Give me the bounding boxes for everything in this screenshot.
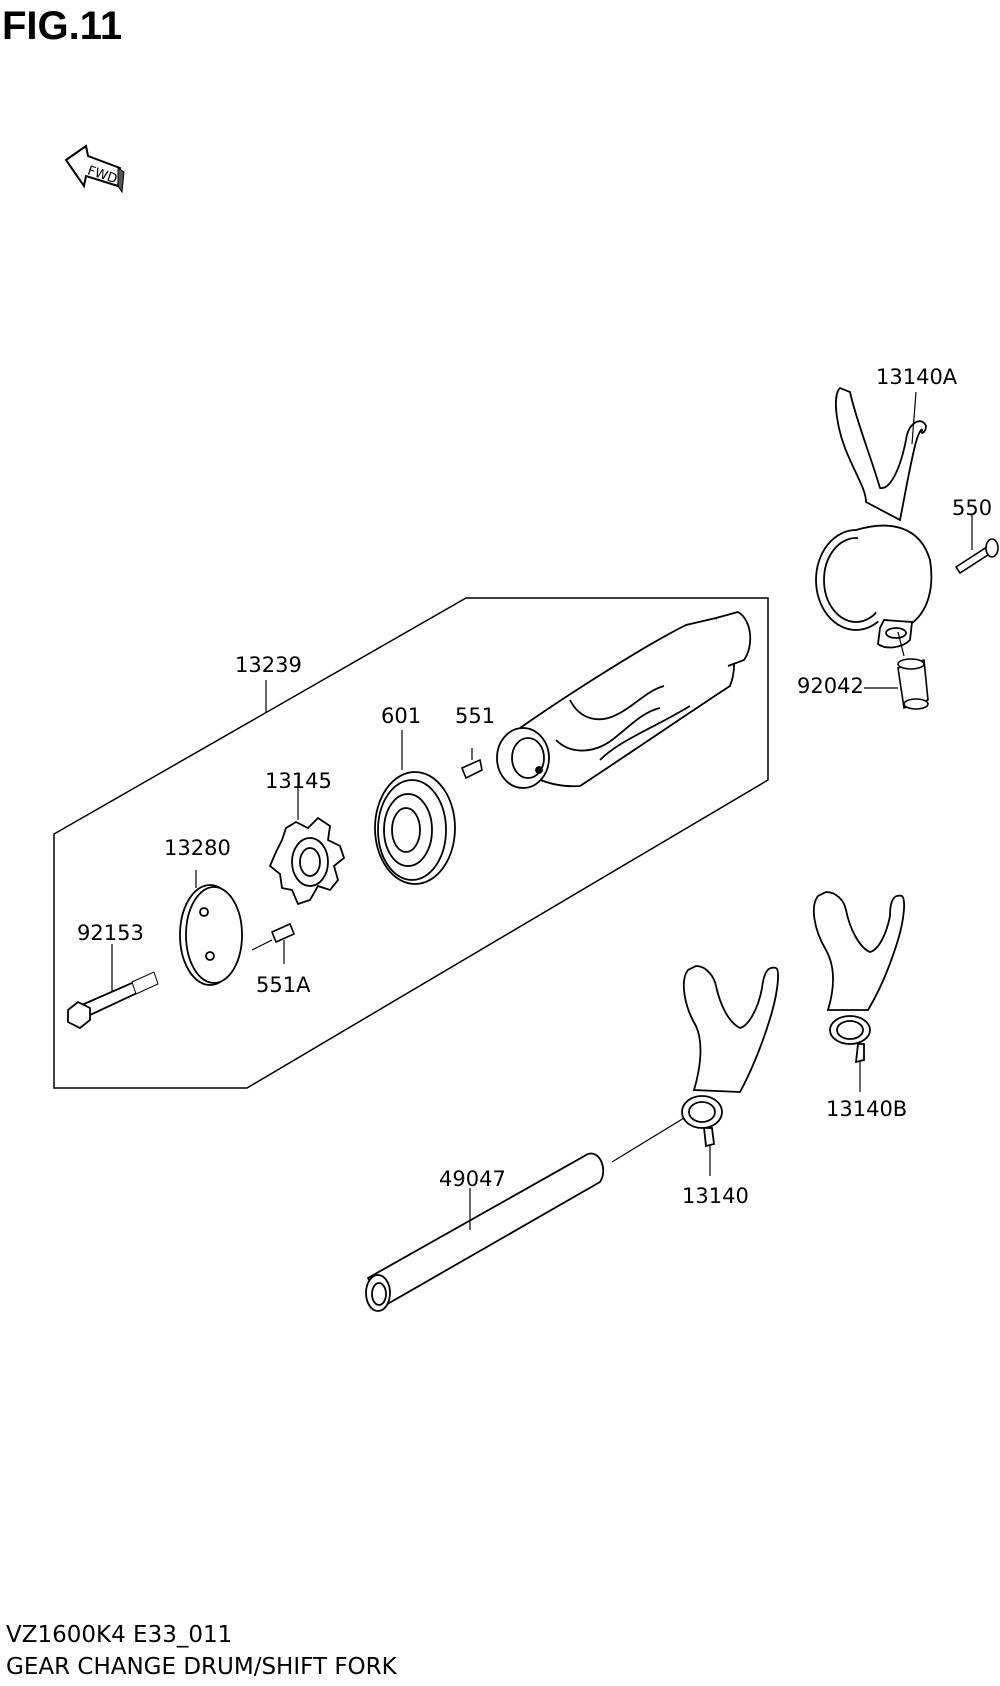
stopper-13145	[268, 776, 346, 906]
bearing-601	[374, 730, 456, 885]
callout-92042: 92042	[797, 674, 864, 698]
plate-13280	[179, 870, 243, 986]
callout-13140a: 13140A	[876, 365, 958, 389]
shift-fork-13140a	[815, 386, 933, 649]
callout-13140b: 13140B	[826, 1097, 907, 1121]
shift-fork-13140b	[812, 891, 905, 1092]
callout-13145: 13145	[265, 769, 332, 793]
pin-550	[954, 514, 999, 575]
shift-fork-13140	[681, 965, 779, 1176]
callout-601: 601	[381, 704, 421, 728]
pin-551a	[251, 922, 296, 964]
pin-92042	[864, 631, 929, 710]
bolt-92153	[67, 944, 159, 1030]
callout-92153: 92153	[77, 921, 144, 945]
diagram-code: VZ1600K4 E33_011	[6, 1622, 233, 1648]
callout-551: 551	[455, 704, 495, 728]
shaft-49047	[365, 1117, 685, 1312]
callout-13280: 13280	[164, 836, 231, 860]
leader-13140a	[911, 391, 917, 445]
diagram-title: GEAR CHANGE DRUM/SHIFT FORK	[6, 1654, 397, 1680]
fwd-arrow-icon: FWD	[64, 144, 125, 194]
callout-550: 550	[952, 496, 992, 520]
pin-551	[460, 748, 483, 780]
callout-13239: 13239	[235, 653, 302, 677]
gear-change-drum	[496, 611, 752, 789]
figure-title: FIG.11	[2, 4, 123, 48]
callout-551a: 551A	[256, 973, 311, 997]
callout-13140: 13140	[682, 1184, 749, 1208]
drum-assembly-frame	[53, 597, 769, 1089]
callout-49047: 49047	[439, 1167, 506, 1191]
